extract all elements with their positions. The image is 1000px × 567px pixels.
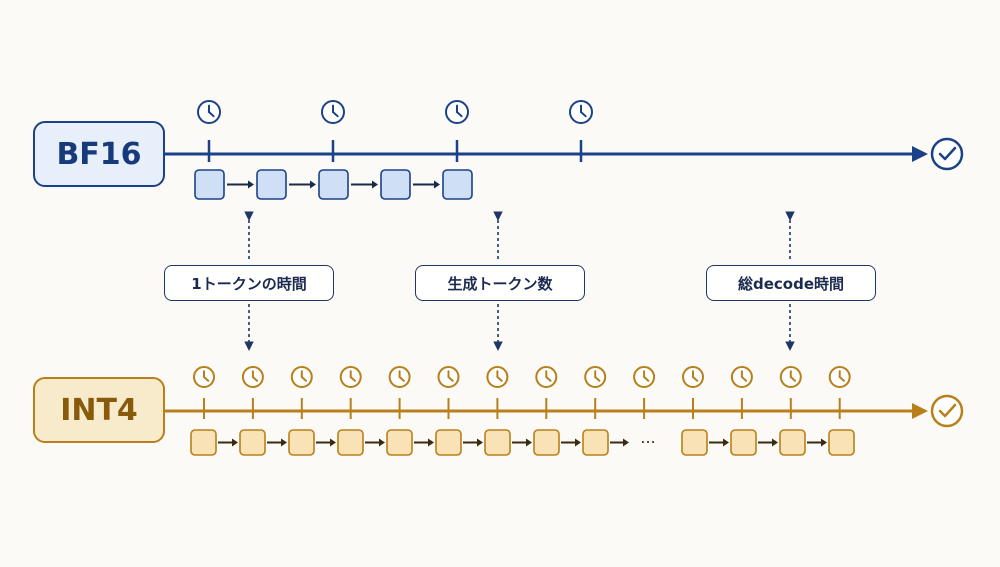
int4-token-block	[730, 429, 757, 456]
int4-token-arrow	[218, 438, 238, 447]
int4-tick-group	[193, 366, 851, 419]
metric-per-token-time: 1トークンの時間	[164, 265, 334, 301]
int4-token-arrow	[709, 438, 729, 447]
bf16-token-block	[380, 169, 411, 200]
clock-icon	[535, 366, 558, 388]
int4-timeline-arrowhead	[912, 403, 928, 419]
int4-token-arrow	[414, 438, 434, 447]
int4-token-block	[386, 429, 413, 456]
bf16-token-block	[442, 169, 473, 200]
int4-token-arrow	[512, 438, 532, 447]
int4-token-sequence: ···	[190, 429, 855, 456]
int4-token-block	[779, 429, 806, 456]
bf16-token-sequence	[194, 169, 473, 200]
int4-ellipsis: ···	[640, 433, 655, 452]
clock-icon	[241, 366, 264, 388]
int4-token-arrow	[267, 438, 287, 447]
bf16-token-arrow	[289, 180, 316, 189]
bf16-token-arrow	[413, 180, 440, 189]
clock-icon	[828, 366, 851, 388]
int4-token-block	[190, 429, 217, 456]
clock-icon	[193, 366, 215, 388]
clock-icon	[339, 366, 362, 388]
bf16-check-circle-icon	[930, 137, 964, 171]
clock-icon	[290, 366, 313, 388]
clock-icon	[321, 100, 345, 124]
clock-icon	[584, 366, 607, 388]
int4-token-arrow	[758, 438, 778, 447]
clock-icon	[779, 366, 802, 388]
clock-icon	[197, 100, 221, 124]
int4-token-arrow	[365, 438, 385, 447]
int4-token-arrow	[807, 438, 827, 447]
clock-icon	[437, 366, 460, 388]
bf16-token-block	[256, 169, 287, 200]
int4-token-arrow	[561, 438, 581, 447]
clock-icon	[633, 366, 656, 388]
clock-icon	[388, 366, 411, 388]
clock-icon	[682, 366, 704, 388]
bf16-token-arrow	[351, 180, 378, 189]
int4-token-block	[681, 429, 708, 456]
bf16-timeline-arrowhead	[912, 146, 928, 162]
int4-label: INT4	[33, 377, 165, 443]
bf16-token-block	[318, 169, 349, 200]
bf16-token-block	[194, 169, 225, 200]
int4-token-block	[435, 429, 462, 456]
int4-token-block	[484, 429, 511, 456]
bf16-tick-group	[197, 100, 593, 162]
clock-icon	[445, 100, 469, 124]
metric-total-decode-time: 総decode時間	[706, 265, 876, 301]
int4-token-arrow	[316, 438, 336, 447]
clock-icon	[730, 366, 753, 388]
int4-token-block	[288, 429, 315, 456]
clock-icon	[569, 100, 593, 124]
bf16-token-arrow	[227, 180, 254, 189]
int4-token-block	[533, 429, 560, 456]
int4-token-arrow	[610, 438, 629, 447]
bf16-label: BF16	[33, 121, 165, 187]
int4-check-circle-icon	[930, 394, 964, 428]
int4-token-block	[828, 429, 855, 456]
int4-token-block	[337, 429, 364, 456]
int4-token-arrow	[463, 438, 483, 447]
clock-icon	[486, 366, 509, 388]
int4-token-block	[582, 429, 609, 456]
int4-token-block	[239, 429, 266, 456]
metric-generated-token-count: 生成トークン数	[415, 265, 585, 301]
